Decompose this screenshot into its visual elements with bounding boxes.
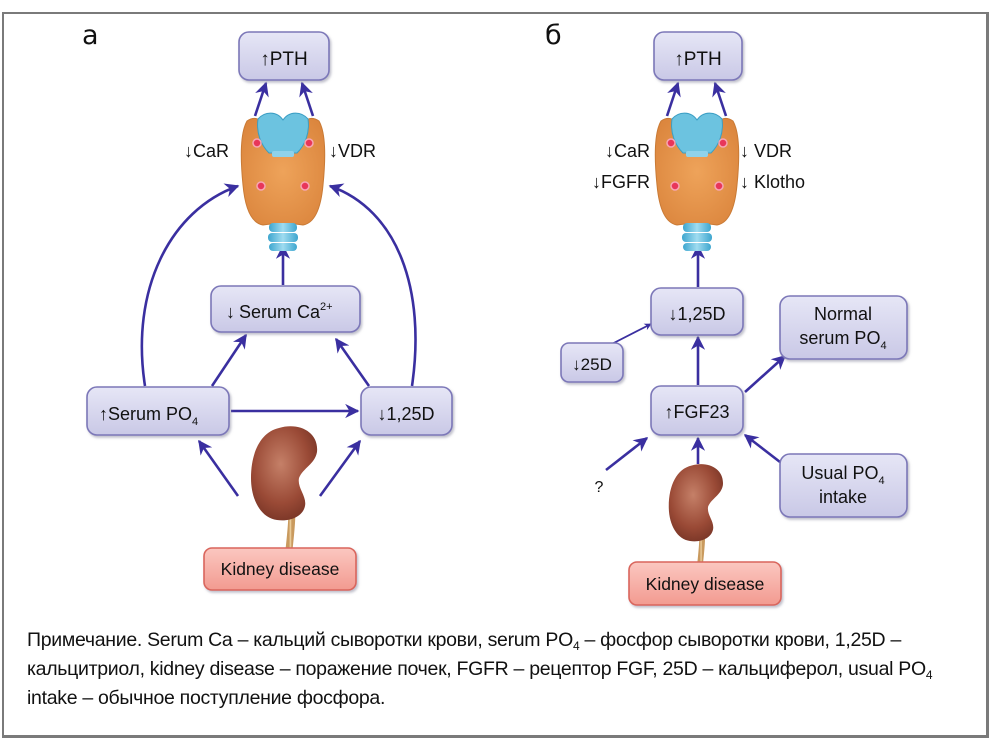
panel-label-a: а <box>82 20 99 51</box>
receptor-label-vdr-a: ↓VDR <box>329 141 376 161</box>
svg-text:Kidney disease: Kidney disease <box>221 559 340 579</box>
arrow-serumpo4-to-serumca <box>210 333 248 387</box>
receptor-label-vdr-b: ↓VDR <box>740 141 792 161</box>
arrow-kidney-to-d125 <box>318 439 362 497</box>
node-pth-b: ↑PTH <box>653 31 743 81</box>
panel-label-b: б <box>545 20 562 51</box>
panel-b-arrows <box>601 81 787 472</box>
svg-text:intake: intake <box>819 487 867 507</box>
arrow-d125-to-thyroid <box>328 183 417 387</box>
svg-text:↑Serum PO4: ↑Serum PO4 <box>99 404 198 428</box>
arrow-thyroid-to-pth-left <box>253 81 269 117</box>
svg-text:↑PTH: ↑PTH <box>260 49 308 70</box>
thyroid-gland-illustration-b <box>654 112 740 251</box>
arrow-kidney-to-serumpo4 <box>197 439 240 497</box>
arrow-d125-to-serumca <box>334 337 371 387</box>
unknown-factor-label: ? <box>595 479 604 496</box>
receptor-label-car-b: ↓CaR <box>605 141 650 161</box>
node-1-25d-a: ↓1,25D <box>360 386 453 436</box>
node-fgf23: ↑FGF23 <box>650 385 744 436</box>
up-arrow-icon: ↑ <box>260 49 270 70</box>
arrow-thyroid-to-pth-right-b <box>712 81 728 117</box>
node-normal-serum-po4: Normal serum PO4 <box>779 295 908 360</box>
kidney-icon-b <box>668 464 723 566</box>
arrow-serumpo4-to-thyroid <box>140 183 240 387</box>
node-serum-po4: ↑Serum PO4 <box>86 386 230 436</box>
panel-b: ↑PTH ↓CaR ↓FGFR ↓VDR ↓Klotho ↓1,25 <box>560 31 908 606</box>
thyroid-icon <box>240 112 326 251</box>
kidney-icon-a <box>251 426 318 551</box>
panel-a-arrows <box>140 81 417 497</box>
svg-text:Kidney disease: Kidney disease <box>646 574 765 594</box>
arrow-fgf23-to-normal-po4 <box>744 355 787 393</box>
svg-text:↓1,25D: ↓1,25D <box>668 304 725 324</box>
receptor-label-klotho-b: ↓Klotho <box>740 172 805 192</box>
node-label: PTH <box>270 49 308 70</box>
svg-text:serum PO4: serum PO4 <box>799 328 886 352</box>
node-usual-po4-intake: Usual PO4 intake <box>779 453 908 518</box>
node-serum-ca: ↓Serum Ca2+ <box>210 285 361 333</box>
figure-note: Примечание. Serum Ca – кальций сыворотки… <box>27 629 933 709</box>
svg-text:↓1,25D: ↓1,25D <box>377 404 434 424</box>
receptor-label-car-a: ↓CaR <box>184 141 229 161</box>
node-pth-a: ↑PTH <box>238 31 330 81</box>
receptor-label-fgfr-b: ↓FGFR <box>592 172 650 192</box>
arrow-thyroid-to-pth-left-b <box>665 81 681 117</box>
svg-text:Usual PO4: Usual PO4 <box>801 463 884 487</box>
arrow-thyroid-to-pth-right <box>299 81 315 117</box>
thyroid-icon <box>654 112 740 251</box>
thyroid-gland-illustration-a <box>240 112 326 251</box>
arrow-usual-po4-to-fgf23 <box>743 433 781 464</box>
arrow-unknown-to-fgf23 <box>605 436 649 472</box>
node-25d: ↓25D <box>560 342 624 383</box>
svg-text:Normal: Normal <box>814 304 872 324</box>
node-kidney-disease-a: Kidney disease <box>203 547 357 591</box>
svg-text:↓Serum Ca2+: ↓Serum Ca2+ <box>226 301 333 322</box>
svg-text:↑PTH: ↑PTH <box>674 49 722 70</box>
svg-text:↑FGF23: ↑FGF23 <box>664 402 729 422</box>
node-kidney-disease-b: Kidney disease <box>628 561 782 606</box>
svg-text:↓25D: ↓25D <box>572 355 612 374</box>
panel-a: ↑PTH ↓CaR ↓VDR ↓Serum Ca2+ <box>86 31 453 591</box>
node-1-25d-b: ↓1,25D <box>650 287 744 336</box>
figure-frame <box>2 12 989 738</box>
